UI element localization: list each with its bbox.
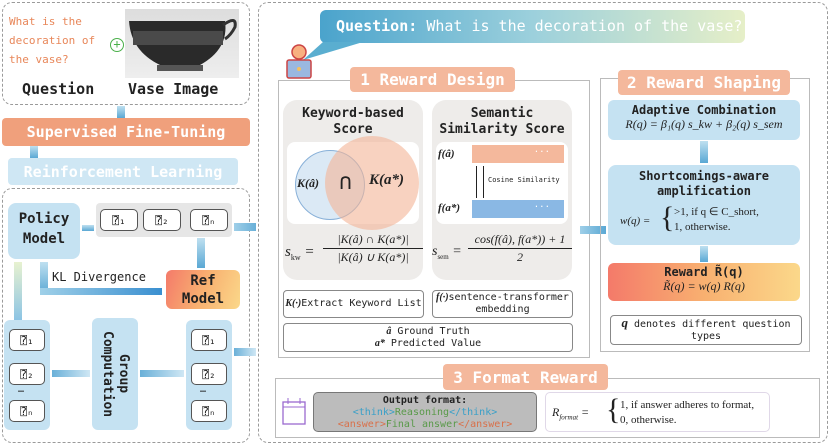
amplification-title: Shortcomings-aware amplification [638, 169, 770, 198]
kl-arrow [40, 288, 162, 295]
keyword-score-title: Keyword-based Score [302, 106, 404, 137]
token: ⍰₂ [9, 363, 45, 385]
ssem-denominator: 2 [517, 250, 523, 264]
arrow-down [197, 238, 205, 268]
ellipsis: … [18, 384, 25, 395]
plus-circle-icon: + [110, 38, 124, 52]
input-group [2, 2, 250, 105]
arrow-left [140, 370, 184, 377]
arrow-right [234, 223, 256, 231]
reward-design-title: 1 Reward Design [350, 67, 515, 92]
output-format-box: Output format: <think>Reasoning</think> … [313, 392, 537, 432]
rl-loop [2, 188, 250, 443]
f-hat-label: f(â) [438, 148, 455, 160]
ellipsis: … [200, 384, 207, 395]
question-prefix: Question: [336, 17, 418, 35]
vase-image [125, 9, 239, 78]
k-hat-label: K(â) [297, 176, 319, 190]
shortcomings-amplification: Shortcomings-aware amplification w(q) = … [608, 165, 800, 245]
arrow-right [580, 226, 606, 234]
note-ground-truth: â Ground Truth a* Predicted Value [283, 323, 573, 352]
token: ⍰₁ [100, 209, 138, 231]
semantic-score-title: Semantic Similarity Score [439, 106, 565, 137]
format-reward-formula: Rformat = { 1, if answer adheres to form… [545, 392, 770, 432]
output-tokens: ⍰₁ ⍰₂ ⍰ₙ [96, 203, 232, 237]
sft-stage: Supervised Fine-Tuning [2, 118, 250, 146]
arrow-down [117, 106, 125, 118]
skw-fraction: |K(â) ∩ K(a*)| |K(â) ∪ K(a*)| [323, 231, 423, 266]
reward-formula: R̃(q) = w(q) R(q) [663, 279, 745, 293]
format-reward-title: 3 Format Reward [443, 364, 608, 390]
w-cases: >1, if q ∈ C_short, 1, otherwise. [674, 206, 759, 233]
group-computation: Group Computation [92, 318, 138, 430]
question-text: What is the decoration of the vase? [9, 15, 96, 66]
k-star-label: K(a*) [369, 172, 404, 188]
arrow-up [14, 262, 22, 320]
token: ⍰₂ [143, 209, 181, 231]
updated-group: ⍰₁ ⍰₂ … ⍰ₙ [4, 320, 50, 430]
policy-model: Policy Model [8, 203, 80, 259]
cosine-arrows [476, 166, 484, 198]
token: ⍰₁ [191, 329, 227, 351]
arrow-down [700, 246, 708, 262]
skw-denominator: |K(â) ∪ K(a*)| [337, 250, 409, 264]
calendar-icon [282, 398, 306, 425]
question-bubble-text: What is the decoration of the vase? [426, 17, 743, 35]
reward-title: Reward R̃(q) [664, 265, 744, 279]
final-reward: Reward R̃(q) R̃(q) = w(q) R(q) [608, 263, 800, 301]
embedding-diagram: f(â) ... Cosine Similarity f(a*) ... [436, 142, 568, 224]
ref-model: Ref Model [166, 270, 240, 309]
note-question-types: q denotes different question types [610, 315, 802, 345]
keyword-score-panel: Keyword-based Score K(â) ∩ K(a*) skw = |… [283, 100, 423, 280]
arrow-up [40, 262, 48, 294]
skw-lhs: skw = [285, 244, 315, 262]
question-bubble: Question: What is the decoration of the … [320, 10, 745, 43]
note-keyword-function: K(·)Extract Keyword List [283, 290, 424, 318]
question-label: Question [22, 80, 95, 98]
arrow-left [52, 370, 90, 377]
embedding-vector-pred: ... [472, 200, 564, 218]
cosine-label: Cosine Similarity [488, 176, 560, 184]
reward-panel [258, 2, 828, 443]
adaptive-formula: R(q) = β₁(q) s_kw + β₂(q) s_sem [625, 117, 783, 131]
ssem-fraction: cos(f(â), f(a*)) + 1 2 [468, 231, 572, 266]
arrow-down [700, 141, 708, 163]
arrow-right [82, 225, 94, 231]
arrow-left [234, 348, 256, 356]
skw-numerator: |K(â) ∩ K(a*)| [323, 231, 423, 249]
semantic-score-panel: Semantic Similarity Score f(â) ... Cosin… [432, 100, 572, 280]
f-star-label: f(a*) [438, 202, 460, 214]
intersect-symbol: ∩ [339, 170, 353, 195]
embedding-vector-gt: ... [472, 145, 564, 163]
sampled-group: ⍰₁ ⍰₂ … ⍰ₙ [186, 320, 232, 430]
user-laptop-icon [286, 42, 363, 79]
output-format-label: Output format: [382, 395, 468, 406]
kl-divergence-label: KL Divergence [52, 270, 146, 284]
rl-stage: Reinforcement Learning [8, 158, 238, 185]
adaptive-title: Adaptive Combination [631, 103, 777, 117]
adaptive-combination: Adaptive Combination R(q) = β₁(q) s_kw +… [608, 100, 800, 140]
token: ⍰ₙ [9, 400, 45, 422]
token: ⍰₂ [191, 363, 227, 385]
token: ⍰ₙ [190, 209, 228, 231]
token: ⍰₁ [9, 329, 45, 351]
venn-diagram: K(â) ∩ K(a*) [287, 136, 419, 230]
arrow-down [30, 146, 38, 158]
w-lhs: w(q) = [620, 215, 651, 227]
ssem-numerator: cos(f(â), f(a*)) + 1 [468, 231, 572, 249]
image-label: Vase Image [128, 80, 219, 98]
note-embedding-function: f(·)sentence-transformer embedding [432, 290, 573, 318]
token: ⍰ₙ [191, 400, 227, 422]
format-cases: 1, if answer adheres to format, 0, other… [620, 399, 755, 426]
reward-shaping-title: 2 Reward Shaping [618, 70, 790, 95]
brace: { [660, 201, 675, 234]
ssem-lhs: ssem = [432, 244, 462, 261]
